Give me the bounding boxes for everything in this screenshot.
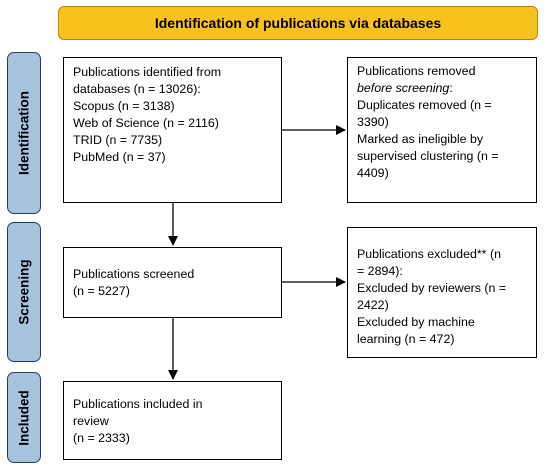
identified-line: TRID (n = 7735) (73, 133, 163, 147)
screened-line: (n = 5227) (73, 284, 130, 298)
excluded-line: = 2894): (357, 264, 403, 278)
screened-line: Publications screened (73, 267, 195, 281)
stage-screening: Screening (7, 222, 41, 362)
removed-line: Marked as ineligible by (357, 132, 484, 146)
identified-line: databases (n = 13026): (73, 82, 201, 96)
excluded-line: Excluded by reviewers (n = (357, 281, 507, 295)
identified-box: Publications identified from databases (… (63, 57, 282, 203)
excluded-line: learning (n = 472) (357, 332, 455, 346)
excluded-line: Excluded by machine (357, 315, 475, 329)
excluded-line: 2422) (357, 298, 389, 312)
excluded-box: Publications excluded** (n = 2894): Excl… (347, 227, 537, 358)
removed-line: Duplicates removed (n = (357, 98, 492, 112)
removed-line: supervised clustering (n = (357, 149, 499, 163)
stage-identification: Identification (7, 52, 41, 214)
diagram-title: Identification of publications via datab… (58, 6, 538, 40)
screened-box: Publications screened (n = 5227) (63, 247, 282, 318)
identified-line: PubMed (n = 37) (73, 150, 166, 164)
identified-line: Web of Science (n = 2116) (73, 116, 219, 130)
before-screening-text: before screening (357, 81, 450, 95)
removed-box: Publications removed before screening: D… (347, 57, 537, 203)
included-line: review (73, 414, 109, 428)
diagram-title-text: Identification of publications via datab… (154, 15, 442, 31)
removed-colon: : (449, 81, 453, 95)
identified-line: Scopus (n = 3138) (73, 99, 175, 113)
stage-included: Included (7, 372, 41, 463)
included-line: (n = 2333) (73, 431, 130, 445)
removed-line: 3390) (357, 115, 389, 129)
excluded-line: Publications excluded** (n (357, 247, 501, 261)
removed-line: Publications removed (357, 64, 476, 78)
identified-line: Publications identified from (73, 65, 222, 79)
included-box: Publications included in review (n = 233… (63, 381, 282, 460)
removed-line-before-screening: before screening: (357, 80, 528, 97)
included-line: Publications included in (73, 397, 203, 411)
removed-line: 4409) (357, 166, 389, 180)
